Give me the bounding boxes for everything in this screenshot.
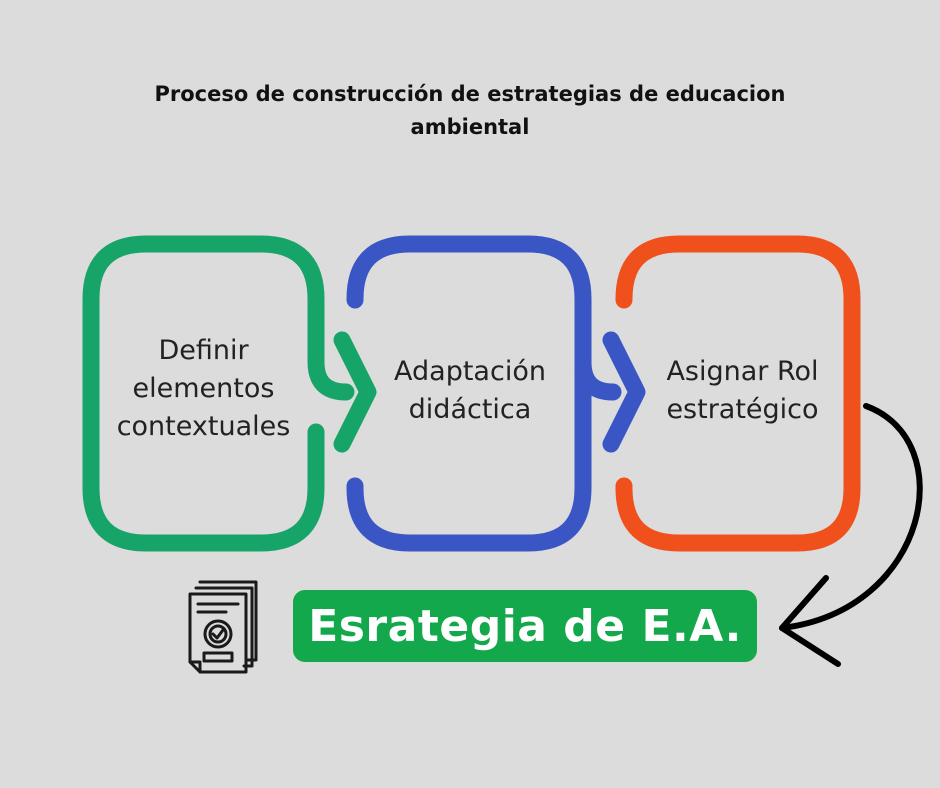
step-1-line-2: elementos (132, 373, 275, 404)
step-2-frame (346, 235, 646, 552)
approved-document-icon (188, 580, 258, 674)
result-banner: Esrategia de E.A. (293, 590, 757, 662)
step-3-line-2: estratégico (666, 394, 819, 425)
step-1-label: Definir elementos contextuales (96, 332, 311, 446)
diagram-title: Proceso de construcción de estrategias d… (100, 78, 840, 144)
curved-arrow (779, 403, 923, 667)
title-line-1: Proceso de construcción de estrategias d… (154, 82, 786, 106)
title-line-2: ambiental (410, 115, 530, 139)
step-2-line-1: Adaptación (394, 356, 546, 387)
step-1-line-3: contextuales (116, 411, 291, 442)
step-2-label: Adaptación didáctica (380, 353, 560, 429)
arrow-head (779, 575, 841, 667)
step-3-line-1: Asignar Rol (666, 356, 819, 387)
step-3-frame (615, 235, 861, 552)
step-1-chevron (333, 331, 377, 453)
step-2-chevron (602, 331, 646, 453)
step-2-line-2: didáctica (408, 394, 532, 425)
step-1-frame (82, 235, 377, 552)
result-label: Esrategia de E.A. (308, 600, 742, 652)
step-3-label: Asignar Rol estratégico (650, 353, 835, 429)
step-1-line-1: Definir (158, 335, 249, 366)
